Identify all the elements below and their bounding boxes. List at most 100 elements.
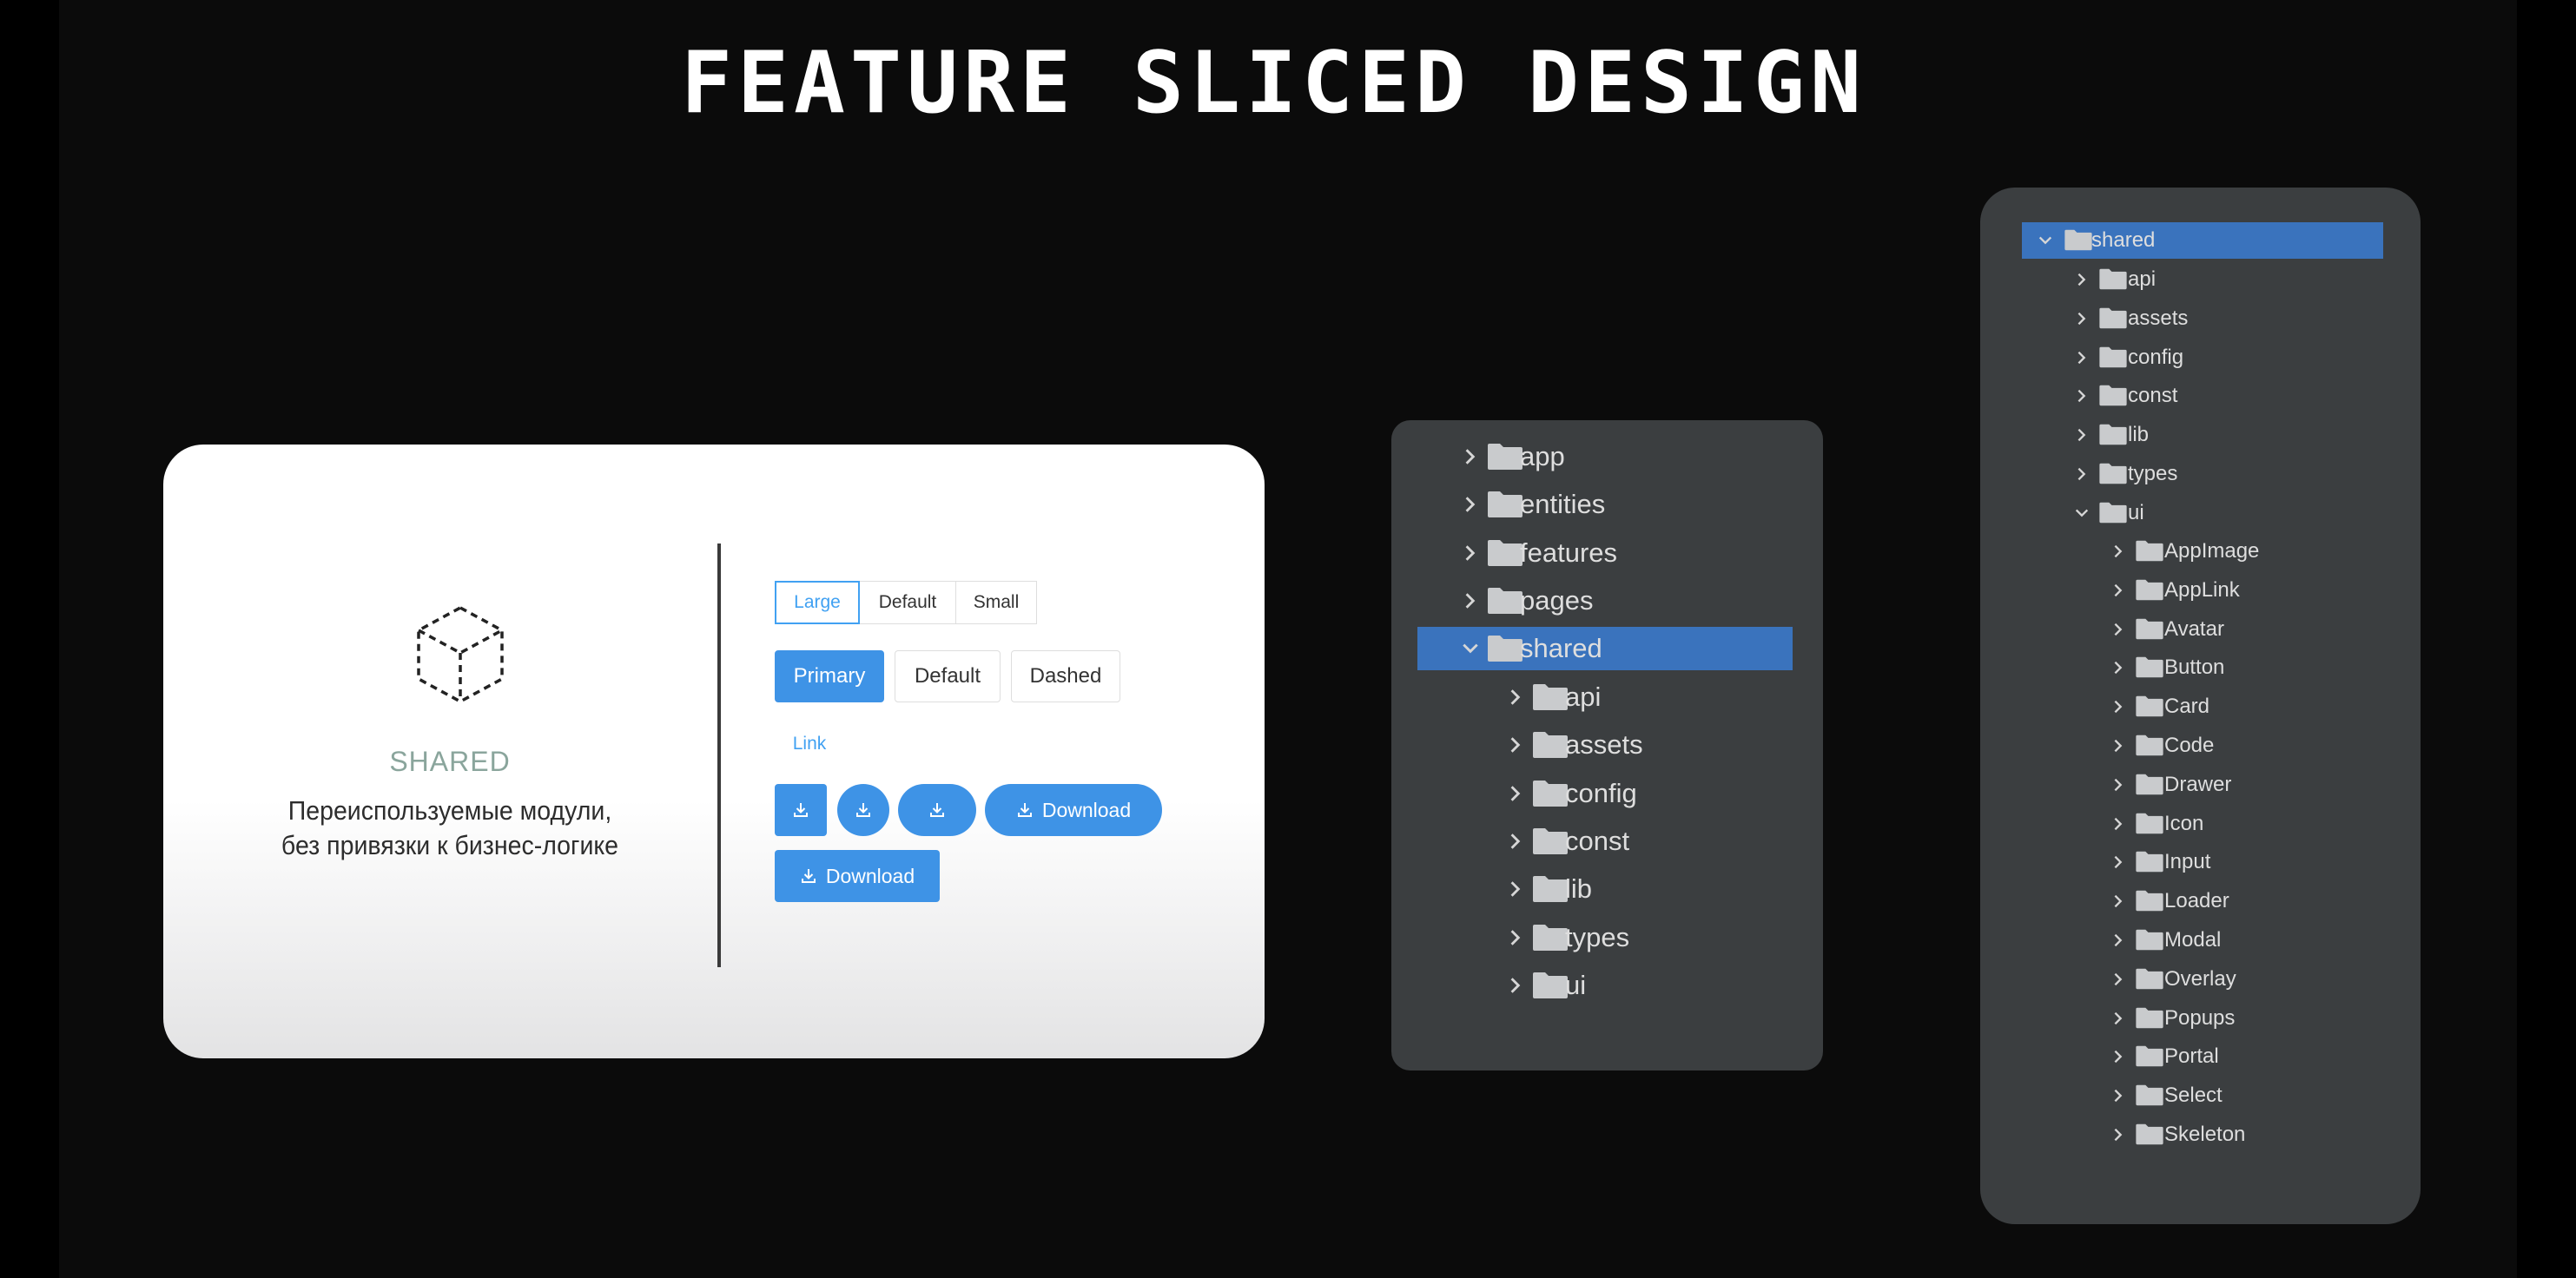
tree-item-app[interactable]: app xyxy=(1391,435,1823,478)
chevron-right-icon[interactable] xyxy=(2110,543,2126,559)
chevron-right-icon[interactable] xyxy=(2110,583,2126,598)
chevron-right-icon[interactable] xyxy=(1506,879,1525,899)
chevron-down-icon[interactable] xyxy=(2074,505,2090,521)
tree-item-Button[interactable]: Button xyxy=(1980,649,2421,686)
tree-item-lib[interactable]: lib xyxy=(1391,867,1823,911)
chevron-right-icon[interactable] xyxy=(2110,1088,2126,1103)
chevron-right-icon[interactable] xyxy=(2074,311,2090,326)
chevron-right-icon[interactable] xyxy=(2074,388,2090,404)
tree-item-Drawer[interactable]: Drawer xyxy=(1980,767,2421,803)
chevron-right-icon[interactable] xyxy=(1506,688,1525,707)
folder-icon xyxy=(2136,890,2163,912)
size-small-button[interactable]: Small xyxy=(955,581,1037,624)
tree-item-features[interactable]: features xyxy=(1391,531,1823,575)
download-round-text-button[interactable]: Download xyxy=(985,784,1162,836)
tree-item-lib[interactable]: lib xyxy=(1980,417,2421,453)
chevron-right-icon[interactable] xyxy=(2110,972,2126,987)
chevron-right-icon[interactable] xyxy=(2110,816,2126,832)
tree-item-const[interactable]: const xyxy=(1980,378,2421,414)
chevron-right-icon[interactable] xyxy=(1461,495,1480,514)
tree-item-ui[interactable]: ui xyxy=(1391,964,1823,1007)
folder-icon xyxy=(1488,636,1522,662)
shared-card: SHARED Переиспользуемые модули, без прив… xyxy=(163,445,1265,1058)
tree-item-config[interactable]: config xyxy=(1391,772,1823,815)
tree-item-entities[interactable]: entities xyxy=(1391,483,1823,526)
download-icon xyxy=(801,869,816,883)
chevron-down-icon[interactable] xyxy=(2038,233,2053,248)
link-button[interactable]: Link xyxy=(792,734,827,754)
tree-item-label: Skeleton xyxy=(2164,1123,2246,1146)
download-icon-button[interactable] xyxy=(775,784,827,836)
tree-item-Portal[interactable]: Portal xyxy=(1980,1038,2421,1075)
chevron-right-icon[interactable] xyxy=(2110,699,2126,715)
download-label: Download xyxy=(825,864,915,887)
tree-item-api[interactable]: api xyxy=(1391,675,1823,719)
chevron-right-icon[interactable] xyxy=(2074,272,2090,287)
tree-item-shared[interactable]: shared xyxy=(1417,627,1793,671)
chevron-right-icon[interactable] xyxy=(2074,427,2090,443)
tree-item-label: pages xyxy=(1520,584,1594,616)
chevron-right-icon[interactable] xyxy=(2110,738,2126,754)
download-round-button[interactable] xyxy=(898,784,976,836)
tree-item-assets[interactable]: assets xyxy=(1980,300,2421,337)
chevron-right-icon[interactable] xyxy=(1506,832,1525,851)
chevron-right-icon[interactable] xyxy=(2110,1049,2126,1064)
chevron-right-icon[interactable] xyxy=(2074,350,2090,366)
tree-item-Select[interactable]: Select xyxy=(1980,1077,2421,1114)
tree-item-const[interactable]: const xyxy=(1391,820,1823,863)
chevron-right-icon[interactable] xyxy=(1506,735,1525,754)
tree-item-label: lib xyxy=(1565,873,1593,905)
chevron-right-icon[interactable] xyxy=(2110,854,2126,870)
chevron-right-icon[interactable] xyxy=(1461,447,1480,466)
tree-item-Avatar[interactable]: Avatar xyxy=(1980,611,2421,648)
chevron-right-icon[interactable] xyxy=(1506,928,1525,947)
tree-item-Icon[interactable]: Icon xyxy=(1980,806,2421,842)
folder-icon xyxy=(1533,876,1568,903)
tree-item-ui[interactable]: ui xyxy=(1980,495,2421,531)
chevron-right-icon[interactable] xyxy=(1506,976,1525,995)
primary-button[interactable]: Primary xyxy=(775,650,884,702)
download-circle-button[interactable] xyxy=(837,784,889,836)
tree-item-Skeleton[interactable]: Skeleton xyxy=(1980,1117,2421,1153)
tree-item-pages[interactable]: pages xyxy=(1391,579,1823,623)
chevron-right-icon[interactable] xyxy=(2110,1011,2126,1026)
tree-item-label: Avatar xyxy=(2164,616,2224,641)
tree-item-Code[interactable]: Code xyxy=(1980,728,2421,764)
tree-item-Card[interactable]: Card xyxy=(1980,688,2421,725)
tree-item-api[interactable]: api xyxy=(1980,261,2421,298)
tree-item-Modal[interactable]: Modal xyxy=(1980,922,2421,959)
tree-item-config[interactable]: config xyxy=(1980,339,2421,376)
chevron-right-icon[interactable] xyxy=(2110,660,2126,675)
size-large-button[interactable]: Large xyxy=(775,581,860,624)
chevron-right-icon[interactable] xyxy=(2110,777,2126,793)
chevron-right-icon[interactable] xyxy=(2110,1127,2126,1143)
chevron-down-icon[interactable] xyxy=(1461,639,1480,658)
tree-item-Loader[interactable]: Loader xyxy=(1980,883,2421,919)
folder-icon xyxy=(2099,424,2127,445)
default-button[interactable]: Default xyxy=(895,650,1001,702)
tree-item-label: const xyxy=(1565,825,1630,856)
chevron-right-icon[interactable] xyxy=(1461,591,1480,610)
dashed-button[interactable]: Dashed xyxy=(1011,650,1120,702)
tree-item-Input[interactable]: Input xyxy=(1980,844,2421,880)
chevron-right-icon[interactable] xyxy=(2074,466,2090,482)
tree-item-Overlay[interactable]: Overlay xyxy=(1980,961,2421,998)
tree-item-types[interactable]: types xyxy=(1391,916,1823,959)
tree-item-Popups[interactable]: Popups xyxy=(1980,1000,2421,1037)
chevron-right-icon[interactable] xyxy=(1506,784,1525,803)
folder-icon xyxy=(2136,540,2163,562)
tree-item-types[interactable]: types xyxy=(1980,456,2421,492)
tree-item-shared[interactable]: shared xyxy=(2022,222,2383,259)
size-default-button[interactable]: Default xyxy=(858,581,957,624)
folder-icon xyxy=(2136,1007,2163,1028)
chevron-right-icon[interactable] xyxy=(2110,932,2126,948)
tree-item-AppImage[interactable]: AppImage xyxy=(1980,533,2421,570)
tree-item-label: Overlay xyxy=(2164,966,2236,991)
download-text-button[interactable]: Download xyxy=(775,850,940,902)
chevron-right-icon[interactable] xyxy=(1461,543,1480,563)
folder-icon xyxy=(1533,684,1568,710)
chevron-right-icon[interactable] xyxy=(2110,622,2126,637)
chevron-right-icon[interactable] xyxy=(2110,893,2126,909)
tree-item-AppLink[interactable]: AppLink xyxy=(1980,572,2421,609)
tree-item-assets[interactable]: assets xyxy=(1391,723,1823,767)
